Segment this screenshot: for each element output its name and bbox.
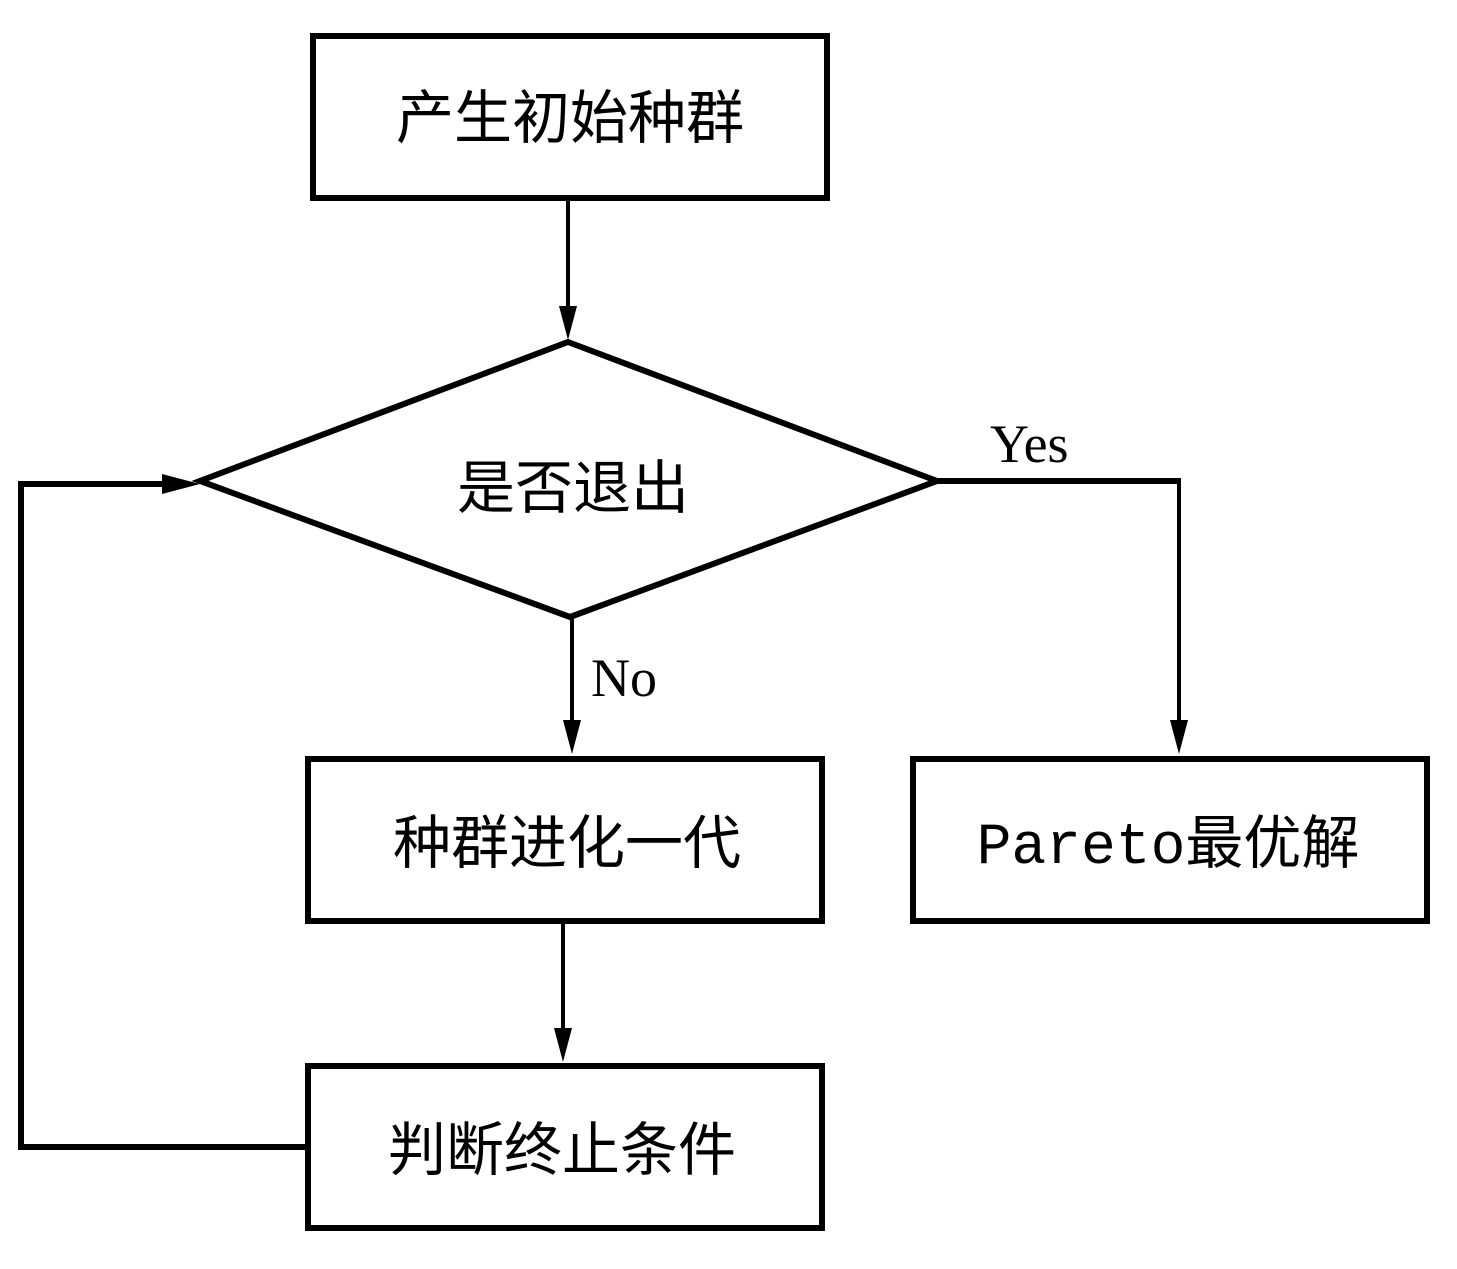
arrowhead-down [1170,720,1188,754]
node-evolve-generation-label: 种群进化一代 [393,809,741,877]
arrowhead-down [559,306,577,340]
node-pareto-result-suffix: 最优解 [1185,809,1359,877]
arrowhead-down [563,720,581,754]
node-termination-check-label: 判断终止条件 [388,1116,736,1184]
edge-init-to-decision [559,198,577,340]
node-termination-check: 判断终止条件 [305,1063,825,1231]
node-pareto-result-prefix: Pareto [977,816,1186,881]
node-evolve-generation: 种群进化一代 [305,756,825,924]
node-pareto-result-label: Pareto最优解 [977,809,1360,881]
edge-loop-back-to-decision [18,474,308,1150]
edge-evolve-to-termination [554,921,572,1062]
edge-no-to-evolve: No [563,617,657,754]
node-init-population-label: 产生初始种群 [396,84,744,152]
edge-yes-to-pareto: Yes [937,414,1188,754]
node-exit-decision: 是否退出 [191,338,946,621]
edge-label-yes: Yes [990,414,1069,474]
arrowhead-down [554,1028,572,1062]
edge-label-no: No [591,648,657,708]
node-pareto-result: Pareto最优解 [910,756,1430,924]
node-exit-decision-label: 是否退出 [457,454,689,522]
arrowhead-right [162,474,200,494]
node-init-population: 产生初始种群 [310,33,830,201]
